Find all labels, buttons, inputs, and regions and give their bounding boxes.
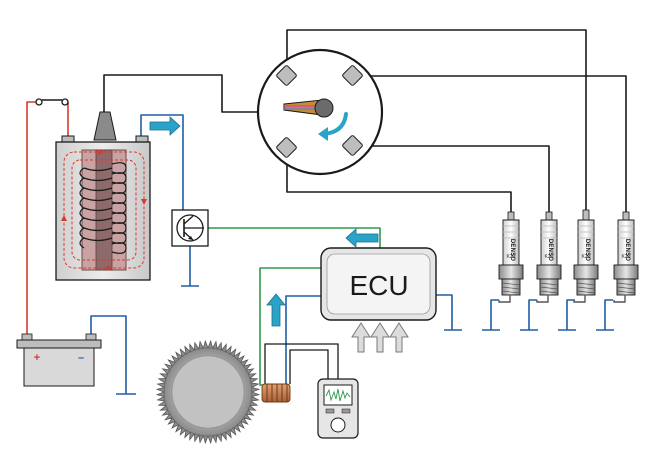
plug-code-label: K20 [622,254,631,260]
ecu-label: ECU [349,270,408,301]
hv-wire-plug-4 [352,75,627,212]
plug-3-ground [566,299,575,330]
spark-plug-icon: DENSO K20 [573,209,599,303]
spark-plug-icon: DENSO K20 [498,211,524,303]
plug-brand-label: DENSO [509,239,515,261]
primary-winding [79,167,113,249]
spark-plug-icon: DENSO K20 [613,211,639,303]
coil-primary-wire [140,114,184,210]
hv-wire-plug-3 [286,29,587,210]
plug-2-ground [528,299,537,330]
plug-4-ground [604,299,613,330]
wiring [26,29,627,395]
waveform [325,388,351,402]
scope-lead-2 [289,349,329,384]
spark-plugs: DENSO K20 DENSO K20 DENSO K20 [498,209,639,303]
flow-arrow-icon [149,116,181,136]
switch-icon [35,98,69,106]
sensor-input-arrow-icon [351,322,409,353]
flow-arrow-icon [345,228,379,248]
hv-coil-to-distributor-wire [103,74,296,113]
sensor-return-wire [285,295,321,386]
battery-icon: + – [16,333,102,387]
distributor-icon [256,48,384,176]
flux-direction-arrows [61,149,147,271]
ecu-ground-wire [436,294,453,330]
plug-brand-label: DENSO [624,239,630,261]
oscilloscope-icon [317,378,359,439]
hv-wire-plug-1 [286,148,512,212]
secondary-winding [111,162,127,254]
plug-code-label: K20 [507,254,516,260]
switch-to-coil-wire [65,101,69,140]
reluctor-wheel-icon [155,339,261,445]
ecu-box: ECU [320,247,437,321]
hv-wire-plug-2 [352,145,550,212]
ignition-coil-icon [55,111,151,281]
scope-lead-1 [264,343,339,384]
ecu-to-transistor-wire [206,227,381,248]
battery-negative-wire [90,315,127,394]
battery-positive-wire [26,101,39,338]
flow-arrow-icon [266,293,286,327]
plug-code-label: K20 [545,254,554,260]
battery-negative-sign: – [78,352,84,364]
plug-brand-label: DENSO [584,239,590,261]
spark-plug-icon: DENSO K20 [536,211,562,303]
plug-code-label: K20 [582,254,591,260]
pickup-coil-icon [261,383,291,403]
plug-brand-label: DENSO [547,239,553,261]
transistor-icon [171,209,209,247]
battery-positive-sign: + [34,352,40,364]
plug-1-ground [490,299,499,330]
